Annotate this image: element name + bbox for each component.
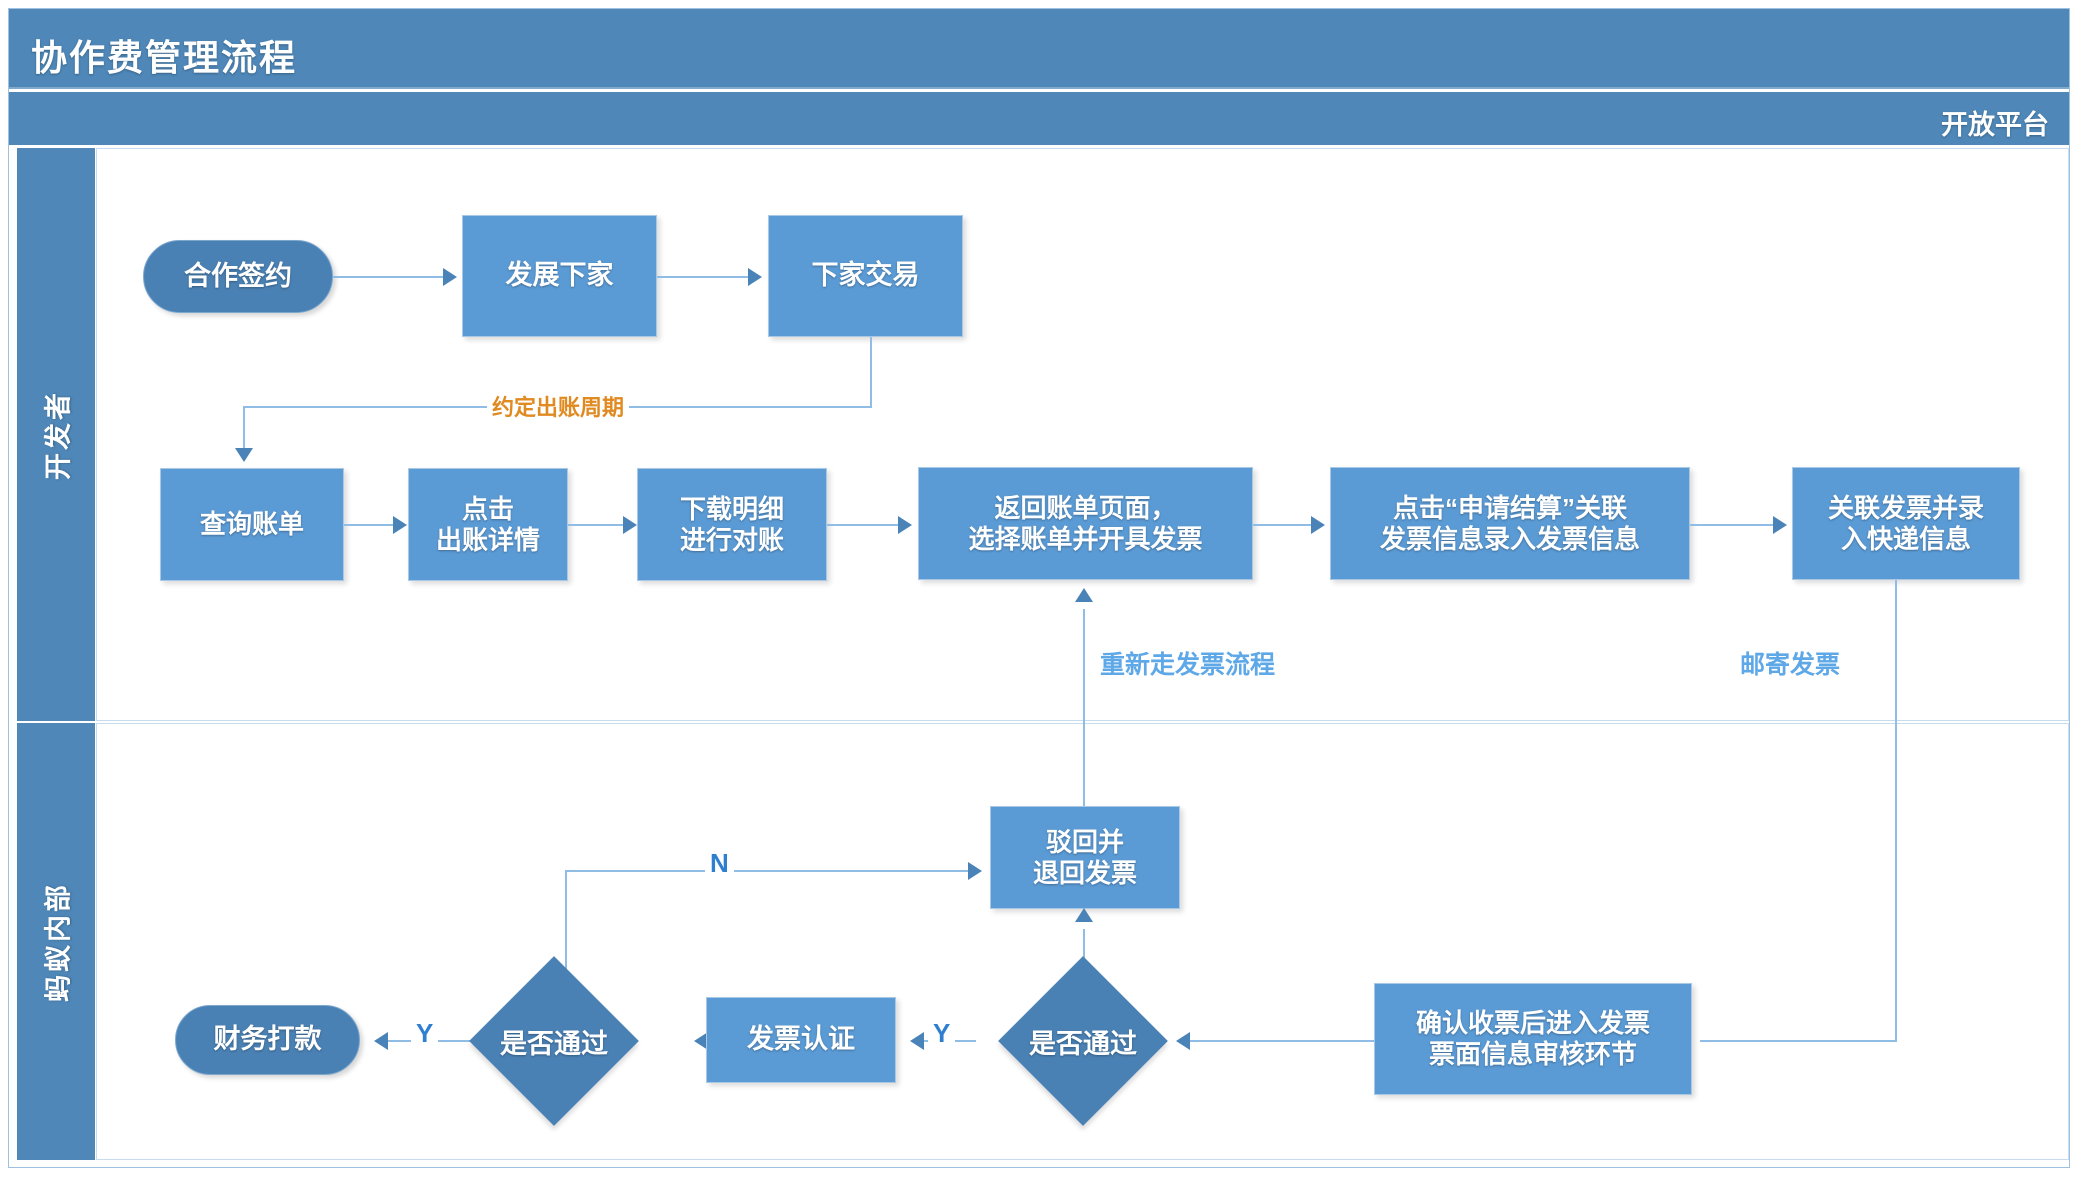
edge-sign-to-develop <box>333 276 448 278</box>
edge-check2-to-reject-vertical <box>1083 929 1085 981</box>
edge-click-detail-to-download <box>568 524 628 526</box>
swimlane-label-developer: 开发者 <box>43 389 74 480</box>
node-develop-downstream[interactable]: 发展下家 <box>462 215 657 337</box>
node-click-bill-detail[interactable]: 点击 出账详情 <box>408 468 568 581</box>
arrowhead-query-to-click-detail <box>393 516 407 534</box>
edge-n-branch-vertical <box>565 870 567 986</box>
node-cooperation-sign[interactable]: 合作签约 <box>143 240 333 313</box>
swimlane-header-developer: 开发者 <box>17 148 95 721</box>
node-pass-check-1[interactable]: 是否通过 <box>469 956 639 1126</box>
node-pass-check-1-label: 是否通过 <box>500 1028 608 1059</box>
edge-n-branch-horizontal <box>565 870 969 872</box>
arrowhead-redo-invoice-flow <box>1075 588 1093 602</box>
arrowhead-click-detail-to-download <box>623 516 637 534</box>
arrowhead-back-bill-to-apply-settle <box>1311 516 1325 534</box>
edge-label-redo-invoice-flow: 重新走发票流程 <box>1100 651 1276 679</box>
edge-label-mail-invoice: 邮寄发票 <box>1740 651 1841 679</box>
swimlane-body-developer <box>96 148 2069 721</box>
arrowhead-check1-to-finance <box>374 1032 388 1050</box>
node-pass-check-2[interactable]: 是否通过 <box>998 956 1168 1126</box>
edge-apply-settle-to-link-invoice <box>1690 524 1778 526</box>
node-confirm-receipt[interactable]: 确认收票后进入发票 票面信息审核环节 <box>1374 983 1692 1095</box>
edge-confirm-to-check2 <box>1190 1040 1375 1042</box>
edge-mail-invoice-to-confirm <box>1700 1040 1897 1042</box>
swimlane-header-ant-internal: 蚂蚁内部 <box>17 723 95 1160</box>
arrowhead-develop-to-trade <box>748 268 762 286</box>
edge-billing-cycle-down-to-query <box>243 406 245 452</box>
edge-download-to-back-bill <box>827 524 903 526</box>
node-downstream-trade[interactable]: 下家交易 <box>768 215 963 337</box>
arrowhead-sign-to-develop <box>443 268 457 286</box>
edge-develop-to-trade <box>657 276 753 278</box>
node-link-invoice-express[interactable]: 关联发票并录 入快递信息 <box>1792 467 2020 580</box>
edge-label-y-pass-auth: Y <box>928 1018 956 1049</box>
node-query-bill[interactable]: 查询账单 <box>160 468 344 581</box>
phase-band: 开放平台 <box>9 92 2069 145</box>
edge-label-n-reject: N <box>705 848 734 879</box>
arrowhead-check2-to-reject <box>1075 908 1093 922</box>
node-pass-check-2-label: 是否通过 <box>1029 1028 1137 1059</box>
node-finance-payment[interactable]: 财务打款 <box>175 1005 360 1075</box>
node-invoice-auth[interactable]: 发票认证 <box>706 997 896 1083</box>
edge-trade-down-segment <box>870 337 872 406</box>
arrowhead-check2-to-invoice-auth <box>910 1032 924 1050</box>
arrowhead-confirm-to-check2 <box>1176 1032 1190 1050</box>
edge-mail-invoice-vertical <box>1895 580 1897 1040</box>
arrowhead-invoice-auth-to-check1 <box>694 1032 708 1050</box>
page-title: 协作费管理流程 <box>31 37 298 78</box>
edge-redo-invoice-flow-vertical <box>1083 609 1085 809</box>
edge-label-y-pass-finance: Y <box>411 1018 439 1049</box>
node-back-bill-invoice[interactable]: 返回账单页面， 选择账单并开具发票 <box>918 467 1253 580</box>
arrowhead-billing-cycle-to-query <box>235 448 253 462</box>
edge-back-bill-to-apply-settle <box>1253 524 1316 526</box>
arrowhead-n-branch-to-reject <box>968 862 982 880</box>
swimlane-body-ant-internal <box>96 723 2069 1160</box>
edge-query-to-click-detail <box>344 524 398 526</box>
node-download-reconcile[interactable]: 下载明细 进行对账 <box>637 468 827 581</box>
node-reject-return[interactable]: 驳回并 退回发票 <box>990 806 1180 909</box>
edge-check1-to-finance <box>388 1040 494 1042</box>
node-apply-settle[interactable]: 点击“申请结算”关联 发票信息录入发票信息 <box>1330 467 1690 580</box>
arrowhead-apply-settle-to-link-invoice <box>1773 516 1787 534</box>
title-bar: 协作费管理流程 <box>9 9 2069 89</box>
swimlane-label-ant-internal: 蚂蚁内部 <box>43 881 74 1002</box>
edge-label-billing-cycle: 约定出账周期 <box>487 390 630 422</box>
phase-label: 开放平台 <box>1941 110 2049 140</box>
arrowhead-download-to-back-bill <box>898 516 912 534</box>
